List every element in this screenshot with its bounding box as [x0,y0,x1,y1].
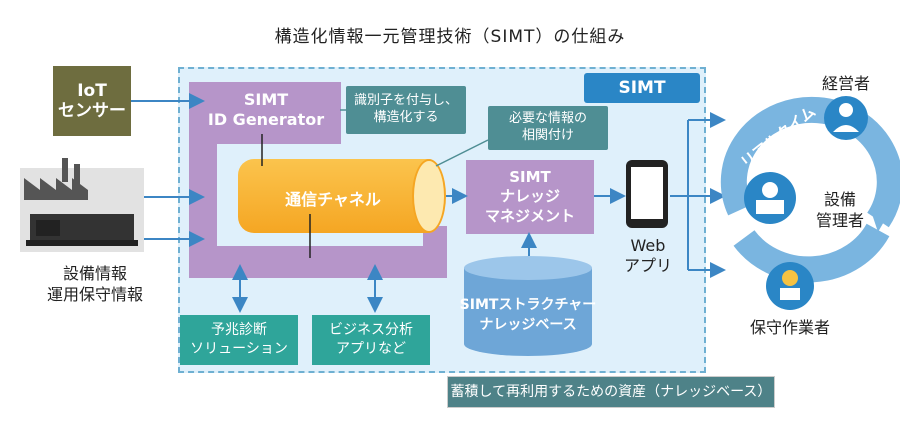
management-label: 経営者 [821,74,870,93]
factory-icon [20,158,144,252]
knowledge-base-label: SIMTストラクチャー ナレッジベース [459,297,597,333]
tablet-screen [631,167,663,219]
diagram-title: 構造化情報一元管理技術（SIMT）の仕組み [274,27,626,47]
simt-tab: SIMT [584,73,700,103]
channel-tube-end [412,159,446,233]
management-person-icon [824,96,868,140]
realtime-ring [720,96,900,228]
id-generator-label: SIMT ID Generator [207,90,325,129]
maintenance-person-icon [766,262,814,310]
communication-channel [238,159,428,233]
callout-correlation: 必要な情報の相関付け [488,106,608,150]
business-analysis-box: ビジネス分析アプリなど [312,315,430,365]
callout-identifier: 識別子を付与し、構造化する [346,86,466,134]
channel-label: 通信チャネル [285,190,381,209]
knowledge-base-top [464,256,592,280]
predictive-diagnosis-box: 予兆診断ソリューション [180,315,298,365]
knowledge-asset-caption: 蓄積して再利用するための資産（ナレッジベース） [447,376,775,408]
facility-manager-label: 設備 管理者 [815,190,864,230]
facility-info-label: 設備情報 運用保守情報 [46,264,143,304]
web-app-label: Web アプリ [623,236,672,275]
maintenance-label: 保守作業者 [749,318,830,337]
knowledge-base-cylinder [464,268,592,344]
id-generator-right [423,226,447,278]
facility-manager-person-icon [744,172,796,224]
